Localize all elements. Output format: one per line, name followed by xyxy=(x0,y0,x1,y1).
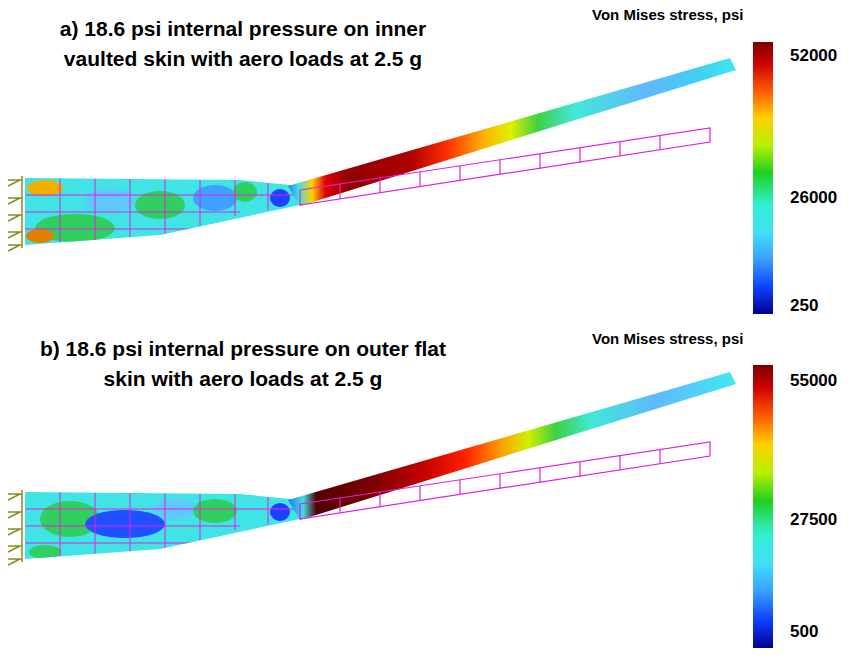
fea-model xyxy=(8,58,736,251)
colorbar-value: 250 xyxy=(790,296,818,316)
color-bar xyxy=(753,365,773,648)
colorbar-title: Von Mises stress, psi xyxy=(592,330,743,347)
colorbar-value: 52000 xyxy=(790,46,837,66)
fea-model xyxy=(8,372,736,565)
panel-title: b) 18.6 psi internal pressure on outer f… xyxy=(28,334,458,394)
colorbar-value: 27500 xyxy=(790,510,837,530)
colorbar-value: 26000 xyxy=(790,188,837,208)
colorbar-title: Von Mises stress, psi xyxy=(592,6,743,23)
color-bar xyxy=(753,42,773,314)
colorbar-value: 500 xyxy=(790,622,818,642)
colorbar-value: 55000 xyxy=(790,371,837,391)
panel-title: a) 18.6 psi internal pressure on inner v… xyxy=(28,14,458,74)
